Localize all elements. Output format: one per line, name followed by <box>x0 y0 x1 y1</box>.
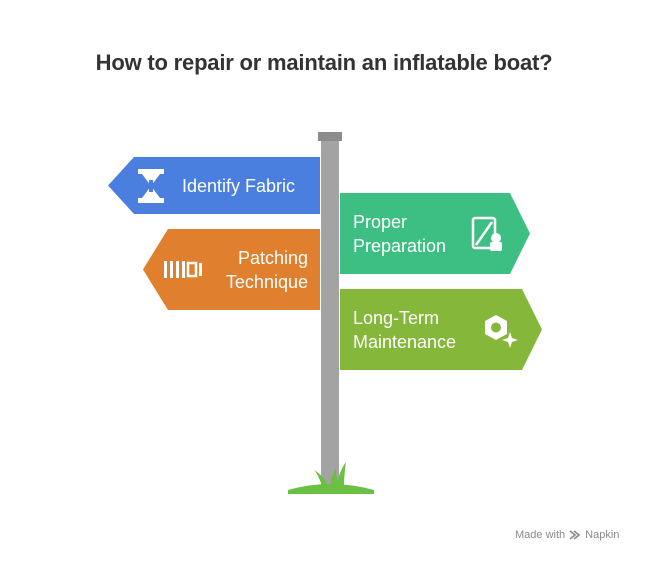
sign-label-patching-line2: Technique <box>225 272 308 292</box>
sign-label-patching-line1: Patching <box>237 248 308 268</box>
sign-label-long-term-maintenance: Long-Term Maintenance <box>353 306 473 354</box>
napkin-watermark[interactable]: Made with Napkin <box>515 529 619 541</box>
preparation-icon <box>471 216 502 251</box>
sign-label-proper-preparation: Proper Preparation <box>353 210 463 258</box>
sign-label-preparation-line2: Preparation <box>353 236 447 256</box>
watermark-brand: Napkin <box>585 529 620 541</box>
sign-patching-technique <box>143 229 320 310</box>
sign-proper-preparation <box>340 193 530 274</box>
sign-label-maintenance-line1: Long-Term <box>353 308 440 328</box>
sign-label-identify-fabric: Identify Fabric <box>182 176 296 196</box>
sign-identify-fabric <box>108 157 320 214</box>
watermark-prefix: Made with <box>515 529 566 541</box>
signpost-pole <box>321 141 339 488</box>
fabric-icon <box>138 169 164 203</box>
sign-label-maintenance-line2: Maintenance <box>353 332 457 352</box>
sign-label-patching-technique: Patching Technique <box>206 246 308 294</box>
sign-label-preparation-line1: Proper <box>353 212 408 232</box>
napkin-logo-icon <box>569 530 581 540</box>
grass-base <box>288 462 374 494</box>
maintenance-gear-icon <box>485 315 518 348</box>
sign-long-term-maintenance <box>340 289 542 370</box>
diagram-title: How to repair or maintain an inflatable … <box>95 50 553 75</box>
post-cap <box>318 132 342 141</box>
patch-strip-icon <box>164 261 202 278</box>
